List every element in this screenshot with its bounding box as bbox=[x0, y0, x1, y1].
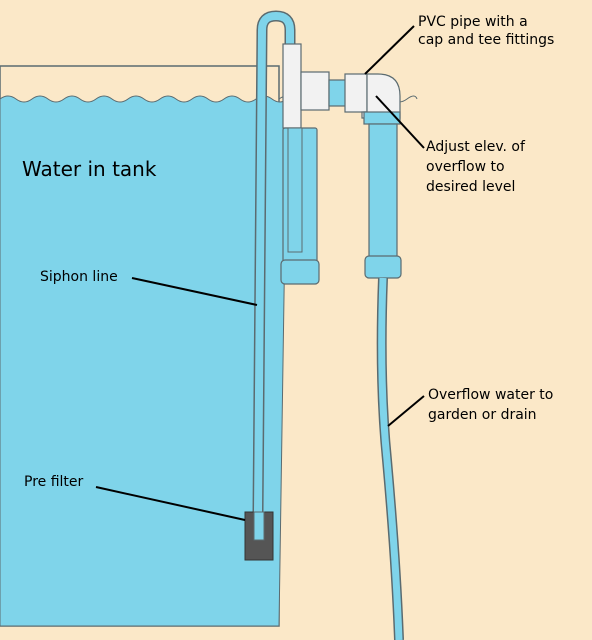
leader-pvc-pipe bbox=[364, 25, 415, 75]
label-adjust-line-3: desired level bbox=[426, 179, 515, 195]
label-pvc-pipe: PVC pipe with a cap and tee fittings bbox=[418, 14, 554, 48]
label-water-in-tank: Water in tank bbox=[22, 157, 157, 181]
leader-overflow bbox=[387, 395, 425, 427]
pre-filter-slot bbox=[253, 511, 265, 541]
overflow-hose bbox=[378, 277, 403, 640]
overflow-standpipe-inner bbox=[287, 127, 303, 253]
drop-pipe bbox=[368, 123, 398, 259]
label-pvc-pipe-line-1: PVC pipe with a bbox=[418, 14, 528, 30]
label-pvc-pipe-line-2: cap and tee fittings bbox=[418, 32, 554, 48]
elbow-socket bbox=[344, 73, 368, 113]
elbow-fitting bbox=[361, 73, 401, 119]
drop-pipe-collar bbox=[363, 111, 401, 125]
label-adjust-line-1: Adjust elev. of bbox=[426, 139, 526, 155]
tee-fitting bbox=[300, 71, 330, 111]
siphon-line-fill bbox=[254, 12, 294, 513]
tank-water bbox=[0, 95, 288, 627]
label-pre-filter: Pre filter bbox=[24, 474, 84, 490]
label-overflow: Overflow water to garden or drain bbox=[428, 387, 558, 423]
overflow-housing bbox=[282, 43, 302, 129]
label-overflow-line-2: garden or drain bbox=[428, 407, 537, 423]
label-siphon-line: Siphon line bbox=[40, 269, 118, 285]
leader-pre-filter bbox=[95, 486, 246, 521]
label-overflow-line-1: Overflow water to bbox=[428, 387, 553, 403]
label-adjust: Adjust elev. of overflow to desired leve… bbox=[426, 139, 529, 195]
leader-siphon-line bbox=[131, 277, 258, 306]
leader-adjust bbox=[375, 95, 425, 149]
label-adjust-line-2: overflow to bbox=[426, 159, 505, 175]
drop-pipe-reducer bbox=[364, 255, 402, 279]
standpipe-bottom-cap bbox=[280, 259, 320, 285]
